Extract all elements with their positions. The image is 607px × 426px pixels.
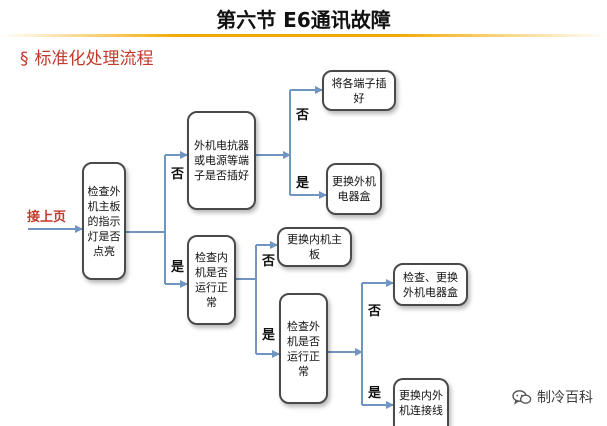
section-mark: § — [20, 49, 29, 69]
node-plug-terminals: 将各端子插好 — [322, 70, 396, 111]
watermark-text: 制冷百科 — [537, 390, 593, 406]
title-underline — [0, 34, 607, 37]
branch-label-yes-3: 是 — [262, 328, 276, 343]
branch-label-yes-2: 是 — [296, 176, 310, 191]
start-label: 接上页 — [27, 210, 67, 225]
node-replace-indoor-board: 更换内机主板 — [277, 227, 352, 267]
node-check-outdoor: 检查外机是否运行正常 — [279, 293, 328, 404]
section-heading: §标准化处理流程 — [20, 44, 154, 69]
branch-label-no-4: 否 — [368, 304, 382, 319]
watermark: 制冷百科 — [512, 387, 593, 407]
branch-label-no-1: 否 — [171, 167, 185, 182]
node-check-indoor: 检查内机是否运行正常 — [187, 235, 236, 325]
branch-label-no-2: 否 — [296, 108, 310, 123]
wechat-icon — [512, 389, 532, 405]
branch-label-yes-1: 是 — [171, 260, 185, 275]
branch-label-yes-4: 是 — [368, 386, 382, 401]
node-replace-outdoor-cable: 更换内外机连接线 — [393, 378, 449, 426]
node-check-terminals: 外机电抗器或电源等端子是否插好 — [187, 111, 256, 210]
node-replace-elec-box: 更换外机电器盒 — [326, 163, 382, 215]
branch-label-no-3: 否 — [262, 254, 276, 269]
node-check-led: 检查外机主板的指示灯是否点亮 — [82, 162, 126, 280]
section-label: 标准化处理流程 — [34, 49, 154, 69]
page-title: 第六节 E6通讯故障 — [216, 8, 391, 32]
node-check-replace-elec-box: 检查、更换外机电器盒 — [393, 263, 468, 306]
